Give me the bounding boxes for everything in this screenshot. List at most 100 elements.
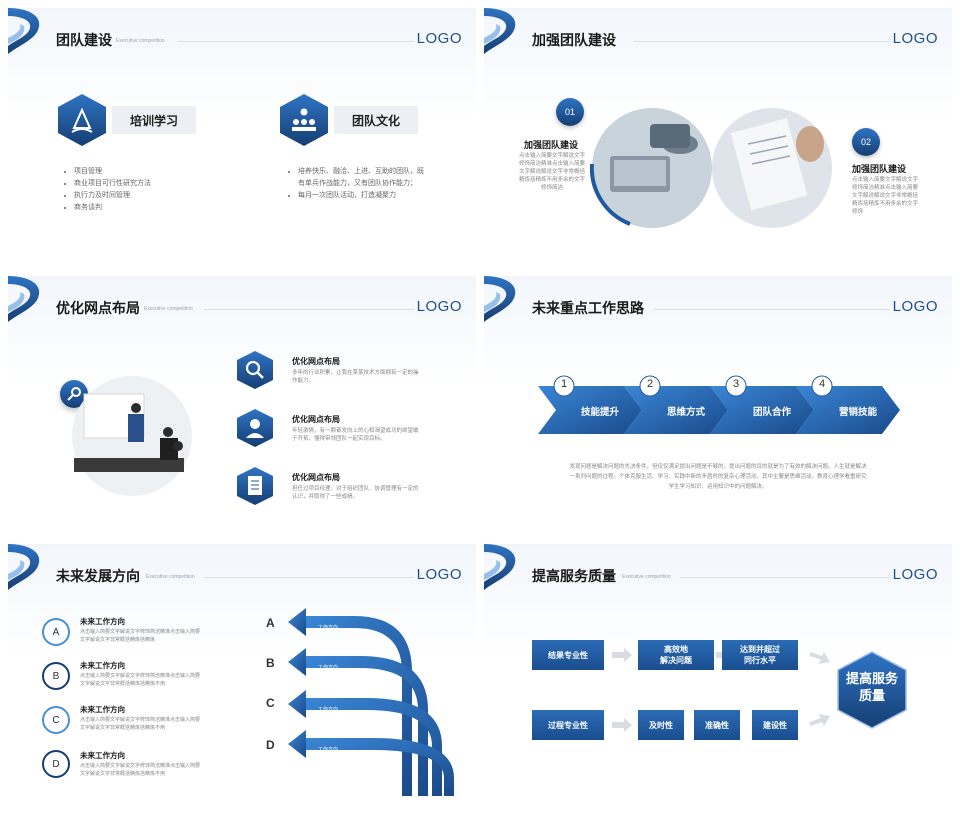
document-icon [237, 467, 273, 505]
corner-swoosh-decoration [484, 276, 524, 326]
slide-team-building[interactable]: 团队建设 Executive competition LOGO 培训学习 团队文… [8, 8, 476, 260]
box-accuracy: 准确性 [694, 710, 740, 740]
section-text: 点击输入简要文字解说文字修饰简洁精准点击输入简要文字解说解说文字非常概括精炼括精… [518, 153, 585, 191]
arrow-right-icon [612, 718, 632, 732]
item-text: 多年的行业积累，让我在某某技术方面拥有一定的操作能力。 [292, 370, 419, 384]
item-heading: 未来工作方向 [80, 661, 125, 670]
arrow-right-icon [612, 648, 632, 662]
list-item: 商务谈判 [74, 202, 151, 214]
step-number: 1 [560, 378, 568, 390]
item-heading: 优化网点布局 [292, 357, 340, 366]
corner-swoosh-decoration [484, 544, 524, 594]
step-label: 技能提升 [580, 407, 619, 418]
slide-service-quality[interactable]: 提高服务质量 Executive competition LOGO 结果专业性 … [484, 544, 952, 796]
item-heading: 优化网点布局 [292, 415, 340, 424]
slide-future-direction[interactable]: 未来发展方向 Executive competition LOGO A 未来工作… [8, 544, 476, 796]
list-item: 培养快乐、融洽、上进、互助的团队，既 [298, 166, 458, 178]
step-number-02: 02 [852, 128, 880, 156]
team-culture-list: 培养快乐、融洽、上进、互助的团队，既 有单兵作战能力，又有团队协作能力； 每月一… [288, 166, 458, 202]
result-label: 提高服务 质量 [845, 671, 898, 703]
slide-title: 未来发展方向 [56, 568, 140, 584]
corner-swoosh-decoration [8, 8, 48, 58]
logo: LOGO [892, 298, 938, 315]
section-heading: 加强团队建设 [524, 140, 579, 150]
team-photos [590, 108, 832, 228]
step-number-01: 01 [556, 98, 584, 126]
step-label: 思维方式 [666, 407, 705, 418]
section-heading: 加强团队建设 [852, 164, 907, 174]
title-divider [680, 577, 890, 578]
letter-badge: C [42, 706, 70, 734]
item-heading: 优化网点布局 [292, 473, 340, 482]
service-quality-hexagon [837, 651, 907, 729]
slide-title: 未来重点工作思路 [532, 300, 644, 316]
slide-title: 优化网点布局 [56, 300, 140, 316]
step-arrows [538, 375, 900, 434]
logo: LOGO [416, 298, 462, 315]
arrow-letter: D [266, 738, 275, 752]
arrow-letter: A [266, 616, 275, 630]
arrow-label: 工作方向 [318, 665, 339, 671]
box-result-professional: 结果专业性 [532, 640, 604, 670]
list-item: 项目管理 [74, 166, 151, 178]
title-divider [654, 309, 890, 310]
title-divider [204, 577, 414, 578]
title-divider [634, 41, 890, 42]
slide-strengthen-team[interactable]: 加强团队建设 LOGO 01 加强团队建设 点击输入简要文字解说文字修饰简洁精准… [484, 8, 952, 260]
office-photo [72, 376, 192, 496]
team-culture-icon [280, 94, 328, 146]
section-text: 点击输入简要文字解说文字修饰简洁精准点击输入简要文字解说解说文字非常概括精炼括精… [852, 177, 919, 215]
item-text: 点击输入简要文字解说文字修饰简洁精准点击输入简要文字解说文字非常概括精炼括精炼不… [80, 673, 201, 687]
slide-subtitle: Executive competition [622, 574, 671, 580]
slide-optimize-layout[interactable]: 优化网点布局 Executive competition LOGO 优化网点布局… [8, 276, 476, 528]
list-item: 每月一次团队活动，打造凝聚力 [298, 190, 458, 202]
box-constructive: 建设性 [752, 710, 798, 740]
title-divider [178, 41, 414, 42]
arrow-label: 工作方向 [318, 625, 339, 631]
slide-future-work-ideas[interactable]: 未来重点工作思路 LOGO 1 2 3 4 技能提升 思维方式 团队合作 营销技… [484, 276, 952, 528]
arrow-diagonal-icon [810, 714, 830, 726]
letter-badge: A [42, 618, 70, 646]
training-icon [58, 94, 106, 146]
logo: LOGO [416, 566, 462, 583]
slide-title: 提高服务质量 [532, 568, 616, 584]
box-efficient-solve: 高效地 解决问题 [638, 640, 714, 670]
arrow-letter: B [266, 656, 275, 670]
corner-swoosh-decoration [8, 544, 48, 594]
list-item: 有单兵作战能力，又有团队协作能力； [298, 180, 417, 187]
slide-subtitle: Executive competition [116, 38, 165, 44]
slide-title: 团队建设 [56, 32, 112, 48]
card-label-team-culture: 团队文化 [334, 106, 418, 134]
corner-swoosh-decoration [8, 276, 48, 326]
logo: LOGO [416, 30, 462, 47]
arrow-letter: C [266, 696, 275, 710]
item-heading: 未来工作方向 [80, 705, 125, 714]
slide-subtitle: Executive competition [146, 574, 195, 580]
step-label: 团队合作 [752, 407, 791, 418]
arrow-label: 工作方向 [318, 707, 339, 713]
arrow-diagonal-icon [810, 652, 830, 664]
list-item: 商业项目可行性研究方法 [74, 178, 151, 190]
step-number: 2 [646, 378, 654, 390]
item-text: 担任过项目经理，对于组织团队、协调管理有一定的认识，并取得了一些成绩。 [292, 486, 419, 500]
corner-swoosh-decoration [484, 8, 524, 58]
letter-badge: D [42, 750, 70, 778]
team-icon [237, 409, 273, 447]
step-number: 3 [732, 378, 740, 390]
list-item: 执行力及时间管理 [74, 190, 151, 202]
item-text: 年轻激情，有一颗奋发向上的心和渴望成功的欲望敢于开拓、懂得带领团队一起实现目标。 [292, 428, 419, 442]
box-process-professional: 过程专业性 [532, 710, 604, 740]
item-text: 点击输入简要文字解说文字修饰简洁精准点击输入简要文字解说文字非常概括精炼括精炼不… [80, 763, 201, 777]
slide-title: 加强团队建设 [532, 32, 616, 48]
step-number: 4 [818, 378, 826, 390]
direction-arrows [288, 608, 454, 796]
letter-badge: B [42, 662, 70, 690]
title-divider [204, 309, 414, 310]
item-text: 点击输入简要文字解说文字修饰简洁精准点击输入简要文字解说文字非常概括精炼括精炼不… [80, 717, 201, 731]
card-label-training: 培训学习 [112, 106, 196, 134]
item-heading: 未来工作方向 [80, 751, 125, 760]
box-timeliness: 及时性 [638, 710, 684, 740]
training-list: 项目管理 商业项目可行性研究方法 执行力及时间管理 商务谈判 [64, 166, 151, 214]
logo: LOGO [892, 566, 938, 583]
search-icon [237, 351, 273, 389]
